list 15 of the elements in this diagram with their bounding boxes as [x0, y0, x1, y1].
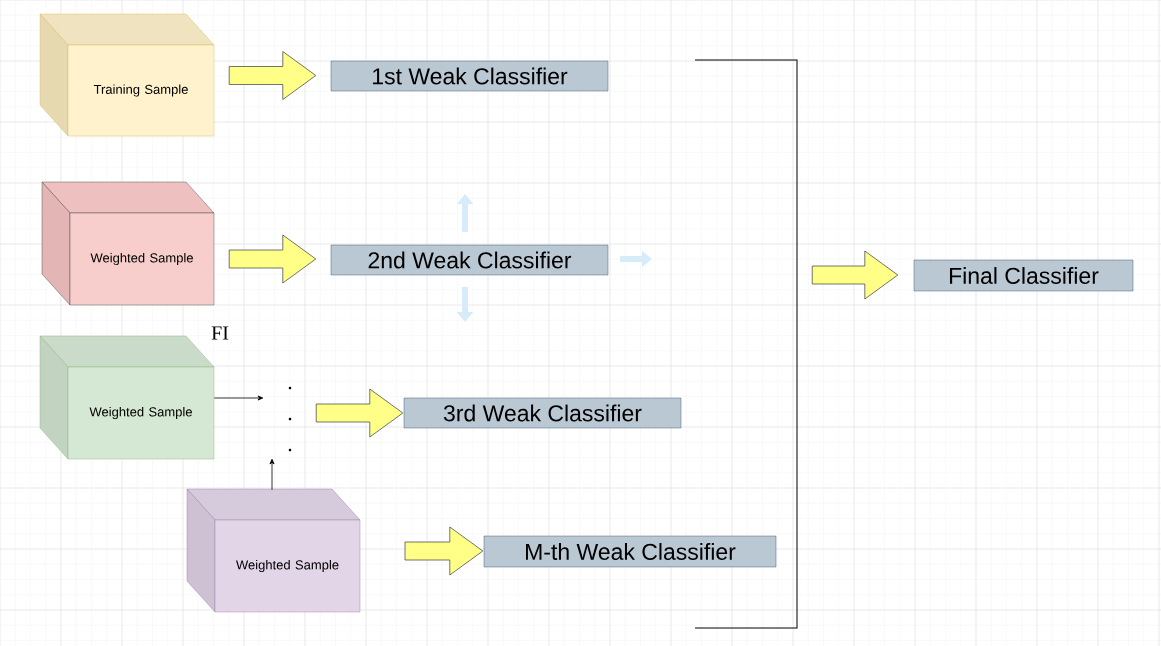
arrow — [213, 395, 264, 401]
block-arrow — [228, 51, 317, 100]
cube: Weighted Sample — [186, 488, 361, 613]
block-arrow — [811, 250, 899, 300]
classifier-box: 2nd Weak Classifier — [330, 244, 609, 276]
cube: Training Sample — [39, 13, 215, 137]
classifier-box: Final Classifier — [913, 259, 1134, 292]
classifier-box: 3rd Weak Classifier — [403, 397, 682, 429]
block-arrow — [228, 234, 317, 284]
block-arrow — [315, 388, 404, 438]
block-arrow — [404, 526, 484, 576]
arrow — [269, 458, 275, 491]
cube: Weighted Sample — [41, 181, 215, 306]
classifier-box: M-th Weak Classifier — [483, 535, 777, 568]
classifier-box: 1st Weak Classifier — [330, 60, 609, 92]
